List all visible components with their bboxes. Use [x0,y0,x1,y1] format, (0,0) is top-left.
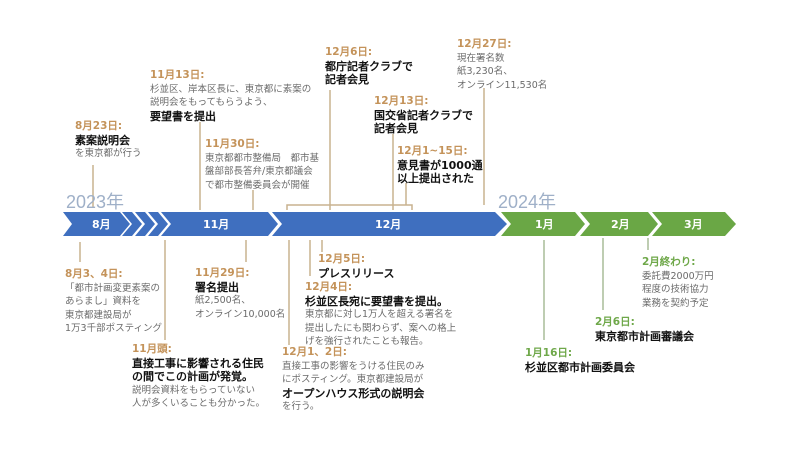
year-2024: 2024年 [498,192,557,212]
month-label-feb: 2月 [611,218,630,231]
month-label-aug: 8月 [92,218,111,231]
event-aug23: 8月23日: 素案説明会 を東京都が行う [75,120,142,159]
event-nov29: 11月29日: 署名提出 紙2,500名、 オンライン10,000名 [195,267,286,320]
event-dec1-15: 12月1~15日: 意見書が1000通 以上提出された [397,145,483,185]
event-dec6: 12月6日: 都庁記者クラブで 記者会見 [325,46,413,86]
chevron [148,212,168,236]
month-arrow-jan [501,212,585,236]
event-dec27: 12月27日: 現在署名数 紙3,230名、 オンライン11,530名 [457,38,548,91]
month-arrow-mar [652,212,736,236]
month-label-nov: 11月 [203,218,229,231]
event-dec13: 12月13日: 国交省記者クラブで 記者会見 [374,95,473,135]
event-nov13: 11月13日: 杉並区、岸本区長に、東京都に素案の 説明会をもってもらうよう、 … [150,69,312,123]
month-arrow-nov [161,212,278,236]
event-dec5: 12月5日: プレスリリース [318,253,395,280]
event-nov-early: 11月頭: 直接工事に影響される住民 の間でこの計画が発覚。 説明会資料をもらっ… [132,343,266,409]
month-label-mar: 3月 [684,218,703,231]
event-dec1-2: 12月1、2日: 直接工事の影響をうける住民のみ にポスティング。東京都建設局が… [282,346,425,412]
event-feb6: 2月6日: 東京都市計画審議会 [595,316,694,343]
year-2023: 2023年 [66,192,125,212]
month-label-dec: 12月 [375,218,401,231]
event-nov30: 11月30日: 東京都都市整備局 都市基 盤部部長答弁/東京都議会 で都市整備委… [205,138,320,191]
month-arrow-aug [63,212,130,236]
event-feb-end: 2月終わり: 委託費2000万円 程度の技術協力 業務を契約予定 [642,256,714,309]
month-arrow-dec [272,212,507,236]
event-jan16: 1月16日: 杉並区都市計画委員会 [525,347,635,374]
event-aug3-4: 8月3、4日: 「都市計画変更素案の あらまし」資料を 東京都建設局が 1万3千… [65,268,163,334]
bracket-line [286,204,413,210]
month-arrow-feb [580,212,658,236]
chevron [135,212,155,236]
event-dec4: 12月4日: 杉並区長宛に要望書を提出。 東京都に対し1万人を超える署名を 提出… [305,281,457,347]
month-label-jan: 1月 [535,218,554,231]
chevron [122,212,142,236]
